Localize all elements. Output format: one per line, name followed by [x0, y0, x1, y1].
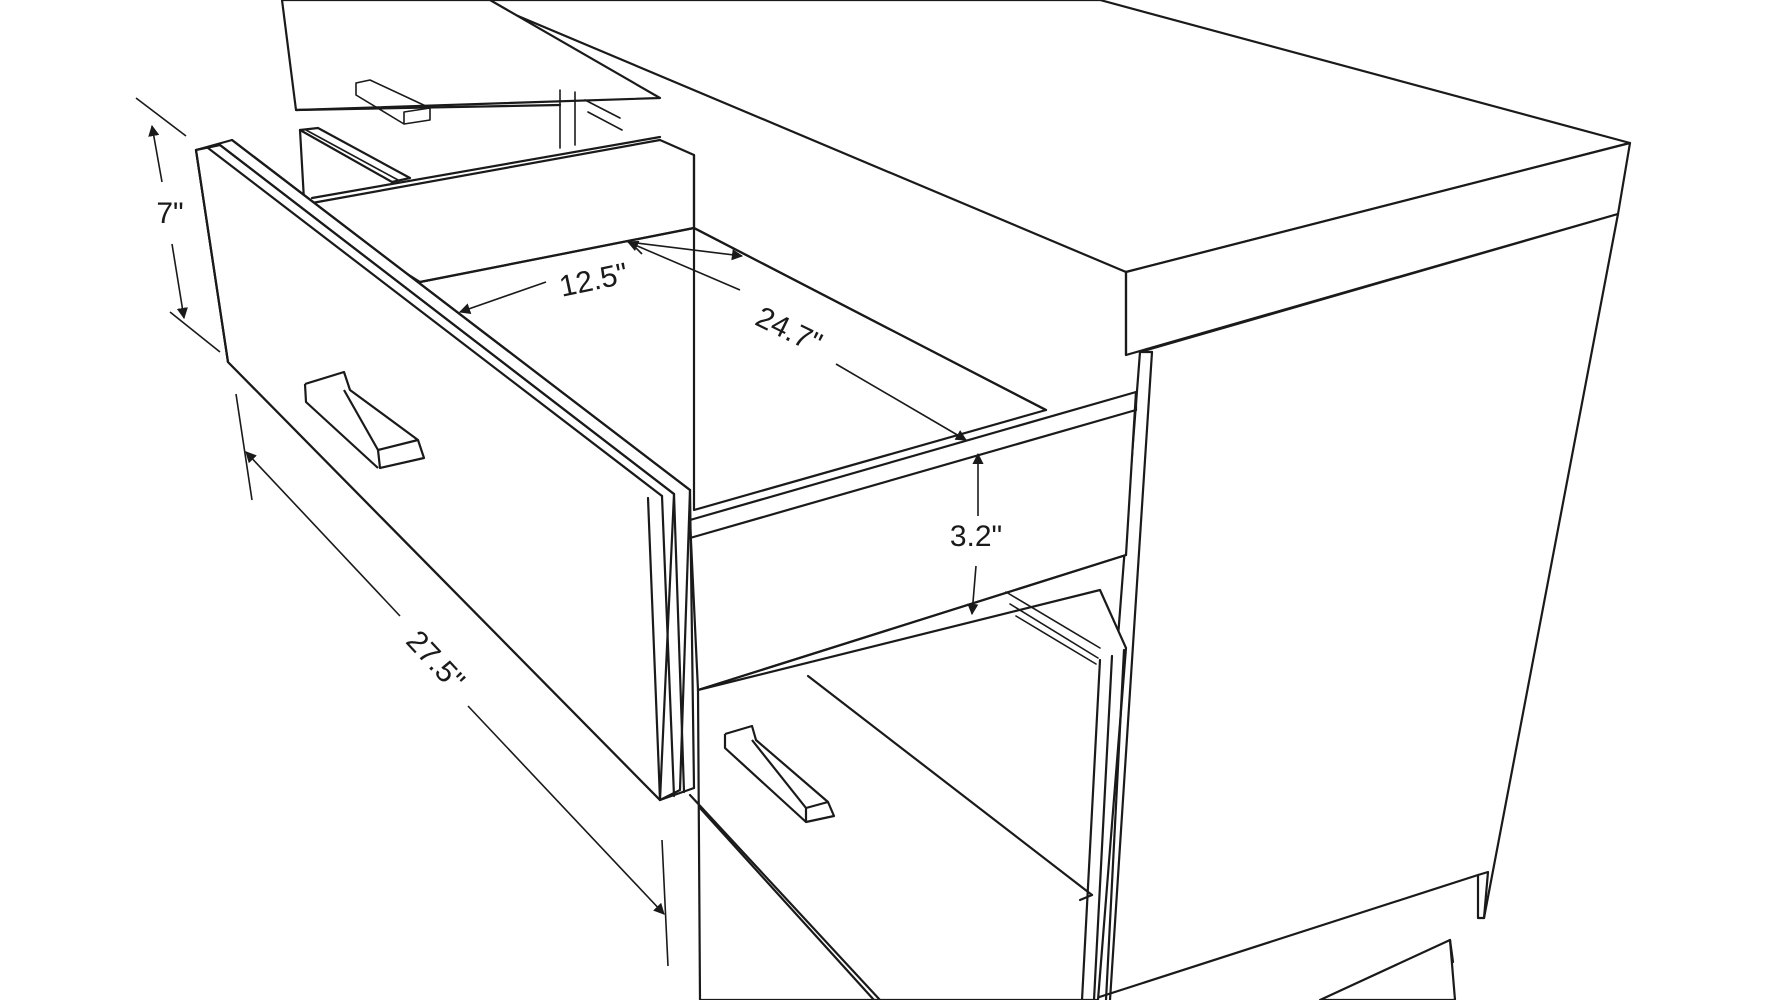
dresser-plinth	[1318, 870, 1490, 1000]
dimension-label-interior-height: 3.2"	[950, 520, 1002, 553]
dimension-label-drawer-length: 27.5"	[400, 624, 471, 697]
open-drawer-front	[194, 138, 696, 802]
dimension-drawer-height: 7"	[135, 97, 221, 353]
upper-drawer-front-left	[298, 126, 412, 202]
dimension-label-interior-width: 12.5"	[556, 257, 630, 304]
dimension-interior-height: 3.2"	[950, 452, 1002, 616]
open-drawer-handle	[303, 370, 426, 470]
drawer-interior	[310, 135, 1048, 512]
lower-drawer-handle	[723, 724, 836, 824]
dimension-label-drawer-height: 7"	[156, 197, 183, 230]
lower-drawer	[688, 588, 1128, 1000]
upper-left-drawer	[280, 0, 662, 149]
